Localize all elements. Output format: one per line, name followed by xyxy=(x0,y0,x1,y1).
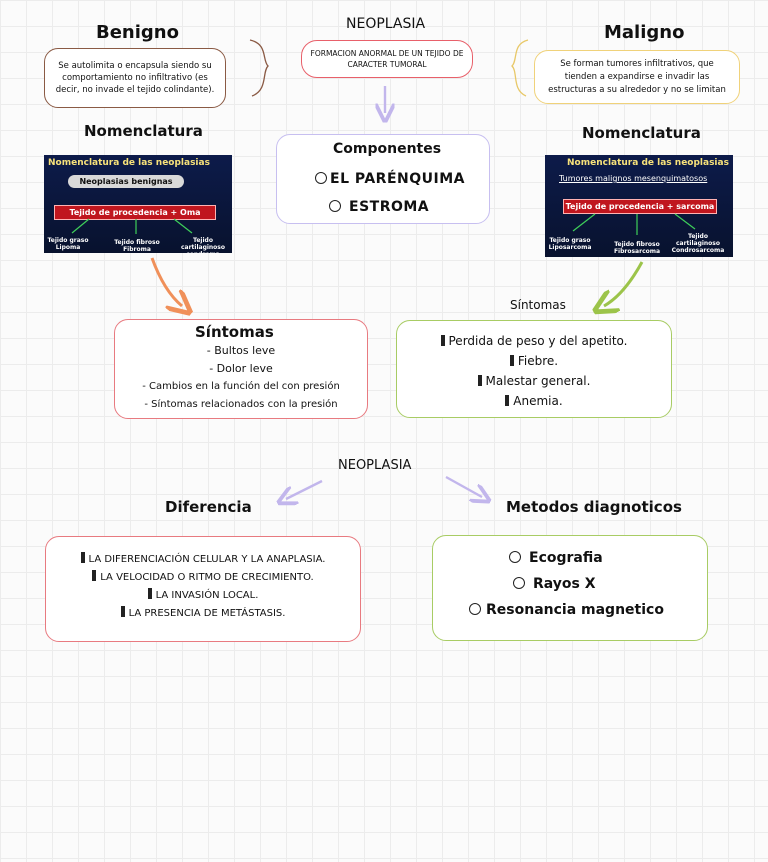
diferencia-item-1: LA DIFERENCIACIÓN CELULAR Y LA ANAPLASIA… xyxy=(46,551,360,569)
benign-symptoms-box: Síntomas - Bultos leve - Dolor leve - Ca… xyxy=(114,319,368,419)
benigno-title: Benigno xyxy=(96,22,179,43)
left-brace xyxy=(249,39,269,97)
slide-branches xyxy=(71,218,193,234)
malign-symptom-1: Perdida de peso y del apetito. xyxy=(397,331,671,351)
bullet-mark-icon xyxy=(440,335,445,346)
slide-leaf-1: Tejido graso Lipoma xyxy=(47,237,89,251)
circle-bullet-icon xyxy=(315,172,327,184)
maligno-nomenclature-title: Nomenclatura xyxy=(582,124,701,142)
slide-leaf-3: Tejido cartilaginoso Condrosarcoma xyxy=(671,233,725,254)
metodos-item-3: Resonancia magnetico xyxy=(469,602,664,618)
diferencia-item-3: LA INVASIÓN LOCAL. xyxy=(46,587,360,605)
componentes-item-2: ESTROMA xyxy=(329,199,429,215)
bullet-mark-icon xyxy=(505,395,510,406)
metodos-item-1: Ecografia xyxy=(509,550,603,566)
slide-formula: Tejido de procedencia + sarcoma xyxy=(563,199,717,214)
bullet-mark-icon xyxy=(80,552,85,563)
maligno-symptoms-title: Síntomas xyxy=(510,298,566,312)
bullet-mark-icon xyxy=(147,588,152,599)
benigno-description: Se autolimita o encapsula siendo su comp… xyxy=(55,61,215,95)
slide-leaf-2: Tejido fibroso Fibroma xyxy=(114,239,160,253)
benigno-nomenclature-title: Nomenclatura xyxy=(84,122,203,140)
malign-nomenclature-arrow xyxy=(604,261,644,306)
slide-title: Nomenclatura de las neoplasias xyxy=(567,158,729,168)
malign-nomenclature-slide: Nomenclatura de las neoplasias Tumores m… xyxy=(545,155,733,257)
diferencia-item-4: LA PRESENCIA DE METÁSTASIS. xyxy=(46,605,360,623)
slide-pill: Neoplasias benignas xyxy=(68,175,184,188)
right-brace xyxy=(511,39,529,97)
slide-subtitle: Tumores malignos mesenquimatosos xyxy=(559,174,708,183)
benign-symptom-3: - Cambios en la función del con presión xyxy=(142,381,340,392)
diferencia-box: LA DIFERENCIACIÓN CELULAR Y LA ANAPLASIA… xyxy=(45,536,361,642)
maligno-title: Maligno xyxy=(604,22,685,43)
maligno-description-box: Se forman tumores infiltrativos, que tie… xyxy=(534,50,740,104)
malign-symptoms-box: Perdida de peso y del apetito. Fiebre. M… xyxy=(396,320,672,418)
definition-text: FORMACION ANORMAL DE UN TEJIDO DE CARACT… xyxy=(310,49,464,69)
malign-symptom-2: Fiebre. xyxy=(397,351,671,371)
bullet-mark-icon xyxy=(509,355,514,366)
definition-box: FORMACION ANORMAL DE UN TEJIDO DE CARACT… xyxy=(301,40,473,78)
slide-title: Nomenclatura de las neoplasias xyxy=(48,158,210,168)
bullet-mark-icon xyxy=(477,375,482,386)
circle-bullet-icon xyxy=(509,551,521,563)
circle-bullet-icon xyxy=(329,200,341,212)
maligno-description: Se forman tumores infiltrativos, que tie… xyxy=(548,58,726,95)
slide-leaf-2: Tejido fibroso Fibrosarcoma xyxy=(613,241,661,255)
componentes-item-1: EL PARÉNQUIMA xyxy=(315,171,465,187)
metodos-box: Ecografia Rayos X Resonancia magnetico xyxy=(432,535,708,641)
metodos-title: Metodos diagnoticos xyxy=(506,498,682,516)
metodos-item-2: Rayos X xyxy=(513,576,596,592)
benign-symptom-2: - Dolor leve xyxy=(209,362,273,375)
slide-branches xyxy=(572,213,696,235)
componentes-title: Componentes xyxy=(333,141,442,157)
slide-leaf-3: Tejido cartilaginoso condroma xyxy=(180,237,226,253)
benign-nomenclature-slide: Nomenclatura de las neoplasias Neoplasia… xyxy=(44,155,232,253)
bullet-mark-icon xyxy=(120,606,125,617)
malign-symptom-3: Malestar general. xyxy=(397,371,671,391)
diferencia-item-2: LA VELOCIDAD O RITMO DE CRECIMIENTO. xyxy=(46,569,360,587)
top-neoplasia-title: NEOPLASIA xyxy=(346,16,426,32)
circle-bullet-icon xyxy=(469,603,481,615)
malign-symptom-4: Anemia. xyxy=(397,391,671,411)
benign-nomenclature-arrow xyxy=(150,257,182,306)
benign-symptoms-title: Síntomas xyxy=(195,323,274,341)
diferencia-title: Diferencia xyxy=(165,498,252,516)
arrow-to-metodos xyxy=(445,475,482,497)
bottom-neoplasia-title: NEOPLASIA xyxy=(338,458,412,473)
slide-leaf-1: Tejido graso Liposarcoma xyxy=(548,237,592,251)
benign-symptom-1: - Bultos leve xyxy=(206,344,276,357)
benigno-description-box: Se autolimita o encapsula siendo su comp… xyxy=(44,48,226,108)
benign-symptom-4: - Síntomas relacionados con la presión xyxy=(144,399,338,410)
circle-bullet-icon xyxy=(513,577,525,589)
arrow-to-diferencia xyxy=(286,479,323,499)
slide-formula: Tejido de procedencia + Oma xyxy=(54,205,216,220)
bullet-mark-icon xyxy=(92,570,97,581)
componentes-box: Componentes EL PARÉNQUIMA ESTROMA xyxy=(276,134,490,224)
